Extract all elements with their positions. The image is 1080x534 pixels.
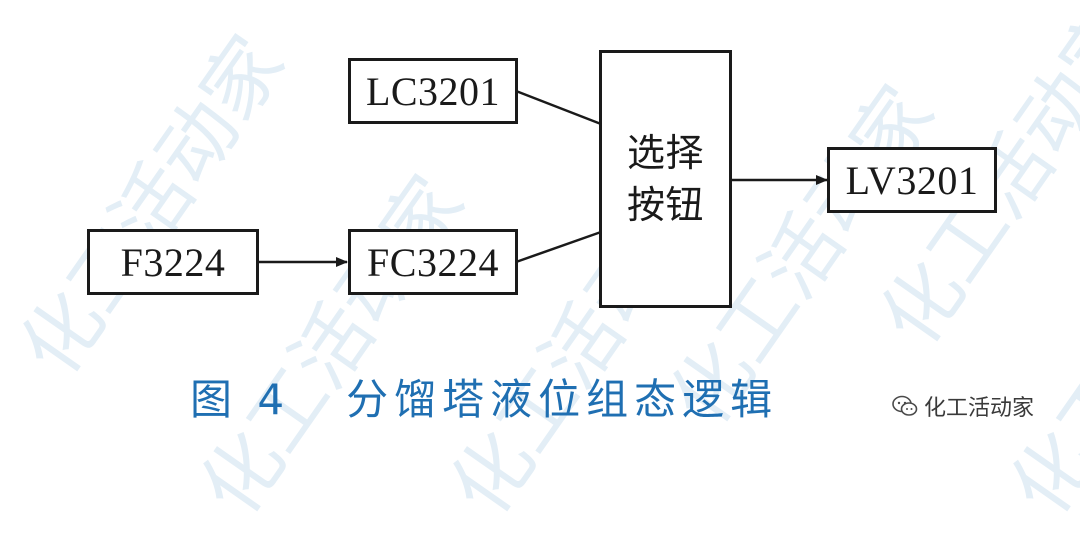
figure-caption: 图 4 分馏塔液位组态逻辑: [190, 366, 778, 427]
node-f3224: F3224: [87, 229, 259, 295]
figure-title: 分馏塔液位组态逻辑: [346, 375, 779, 424]
connector-layer: [257, 89, 828, 267]
node-lc3201: LC3201: [348, 58, 518, 124]
node-fc3224-label: FC3224: [367, 239, 499, 285]
credit-text: 化工活动家: [924, 396, 1035, 421]
node-fc3224: FC3224: [348, 229, 518, 295]
node-select-button: 选择 按钮: [599, 50, 732, 308]
node-lv3201-label: LV3201: [845, 157, 979, 203]
source-credit: 化工活动家: [892, 390, 1034, 422]
node-select-label-line1: 选择: [626, 131, 704, 175]
edge-lc3201-to-select: [515, 89, 602, 126]
node-f3224-label: F3224: [120, 239, 226, 285]
node-lv3201: LV3201: [827, 147, 997, 213]
edge-fc3224-to-select: [515, 230, 602, 264]
node-lc3201-label: LC3201: [365, 68, 501, 114]
wechat-icon: [892, 395, 918, 416]
node-select-label-line2: 按钮: [626, 183, 704, 227]
figure-number: 图 4: [190, 375, 291, 424]
